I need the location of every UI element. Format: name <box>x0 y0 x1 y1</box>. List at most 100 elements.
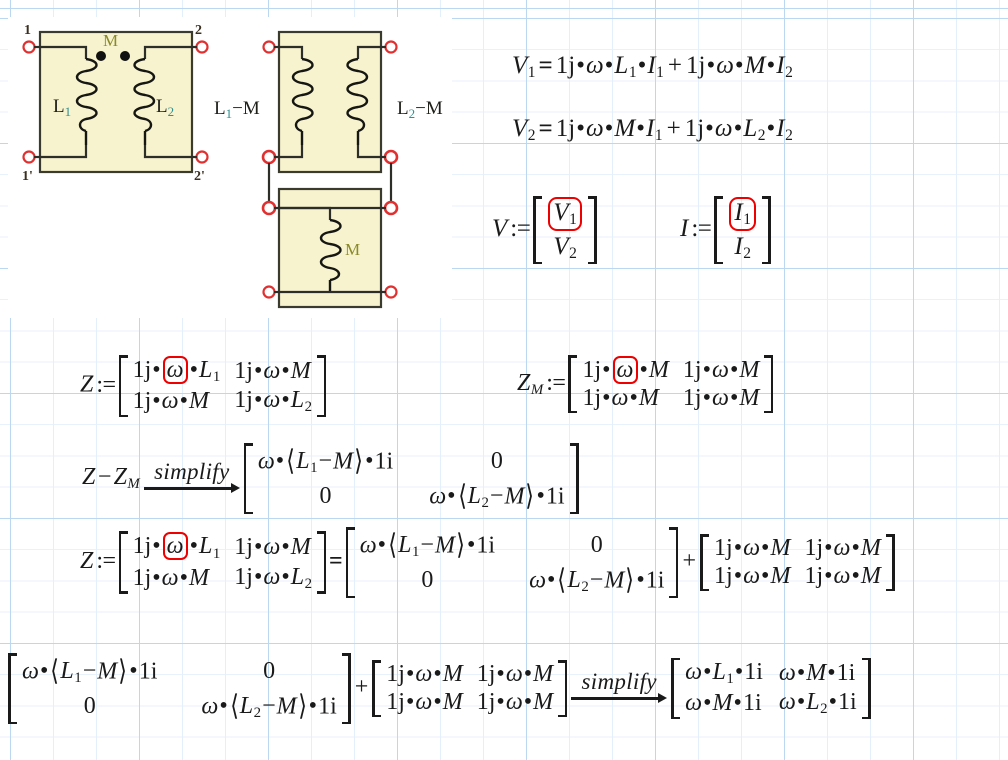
vector-V-name: V <box>492 214 508 242</box>
highlight-omega[interactable]: ω <box>162 356 188 384</box>
terminal-label-2: 2 <box>195 23 202 38</box>
bracket-left <box>568 355 578 413</box>
bracket-left <box>8 653 17 724</box>
equation-v1[interactable]: V1=1j•ω•L1•I1+1j•ω•M•I2 <box>512 52 793 82</box>
bracket-left <box>700 534 710 591</box>
terminal-1 <box>22 40 36 54</box>
highlight-omega[interactable]: ω <box>612 356 638 384</box>
bracket-right <box>341 653 351 724</box>
highlight-V1[interactable]: V1 <box>548 197 582 231</box>
assign-operator: := <box>691 214 712 242</box>
equation-v2[interactable]: V2=1j•ω•M•I1+1j•ω•L2•I2 <box>512 115 793 145</box>
terminal-1-prime <box>22 150 36 164</box>
right-arrow-icon <box>143 483 240 494</box>
bracket-right <box>761 196 771 265</box>
v1-lhs: V1 <box>512 52 536 82</box>
bracket-right <box>861 657 871 720</box>
bracket-right <box>587 196 597 265</box>
bracket-left <box>714 196 724 265</box>
bracket-right <box>569 443 579 514</box>
matrix-Z-name: Z <box>80 548 94 575</box>
polarity-dot-left <box>96 51 106 61</box>
bracket-right <box>317 355 327 418</box>
matrix-Z-name: Z <box>80 371 94 398</box>
tee-node-left-upper <box>261 149 277 165</box>
mutual-label-M: M <box>103 31 118 50</box>
polarity-dot-right <box>120 51 130 61</box>
terminal-label-1: 1 <box>24 23 31 38</box>
v1-equals: = <box>538 52 553 79</box>
coil-L2-minus-M <box>346 57 369 145</box>
bracket-left <box>671 657 681 720</box>
plus-operator: + <box>354 674 369 701</box>
bracket-left <box>533 196 543 265</box>
tee-terminal-bottom-left <box>262 285 276 299</box>
right-arrow-icon <box>571 693 668 704</box>
terminal-label-1-prime: 1' <box>22 169 33 184</box>
simplify-operator[interactable]: simplify <box>140 459 244 494</box>
highlight-omega[interactable]: ω <box>162 532 188 561</box>
simplify-operator[interactable]: simplify <box>567 669 671 704</box>
tee-node-right-upper <box>383 149 399 165</box>
right-tee-equivalent-circuit: L1−M L2−M M <box>214 30 443 309</box>
vector-I-name: I <box>680 214 689 242</box>
coil-L1-minus-M <box>291 57 314 145</box>
coil-L2 <box>133 57 156 145</box>
circuit-diagram-region[interactable]: .box { fill:#f7f3ce; stroke:#3a3a2e; str… <box>8 17 452 318</box>
tee-node-left-lower <box>261 200 277 216</box>
coil-L1 <box>75 57 98 145</box>
tee-node-right-lower <box>383 200 399 216</box>
bracket-left <box>372 660 382 717</box>
tee-terminal-top-right <box>384 40 398 54</box>
cell-V2[interactable]: V2 <box>553 232 577 263</box>
zdiff-lhs: Z−ZM <box>82 464 140 493</box>
simplify-label: simplify <box>581 667 657 694</box>
equals-operator: = <box>329 548 343 575</box>
bracket-right <box>669 527 679 598</box>
tee-terminal-bottom-right <box>384 285 398 299</box>
bracket-right <box>317 531 327 594</box>
plus-operator: + <box>682 548 697 575</box>
bracket-left <box>118 355 128 418</box>
label-L2-minus-M: L2−M <box>397 98 443 121</box>
left-coupled-circuit: 1 2 1' 2' M L1 L2 <box>22 23 209 184</box>
terminal-2-prime <box>195 150 209 164</box>
label-L1-minus-M: L1−M <box>214 98 260 121</box>
assign-operator: := <box>510 214 531 242</box>
bracket-left <box>243 443 253 514</box>
v2-lhs: V2 <box>512 115 536 145</box>
bracket-left <box>345 527 355 598</box>
terminal-label-2-prime: 2' <box>194 169 205 184</box>
tee-terminal-top-left <box>262 40 276 54</box>
label-M-branch: M <box>345 240 360 259</box>
highlight-I1[interactable]: I1 <box>729 197 756 231</box>
bracket-left <box>118 531 128 594</box>
matrix-ZM-name: ZM <box>517 369 544 398</box>
v2-equals: = <box>538 115 553 142</box>
bracket-right <box>558 660 568 717</box>
simplify-label: simplify <box>154 457 230 484</box>
bracket-right <box>885 534 895 591</box>
coil-M <box>319 218 342 292</box>
cell-I2[interactable]: I2 <box>734 232 751 263</box>
bracket-right <box>764 355 774 413</box>
terminal-2 <box>195 40 209 54</box>
